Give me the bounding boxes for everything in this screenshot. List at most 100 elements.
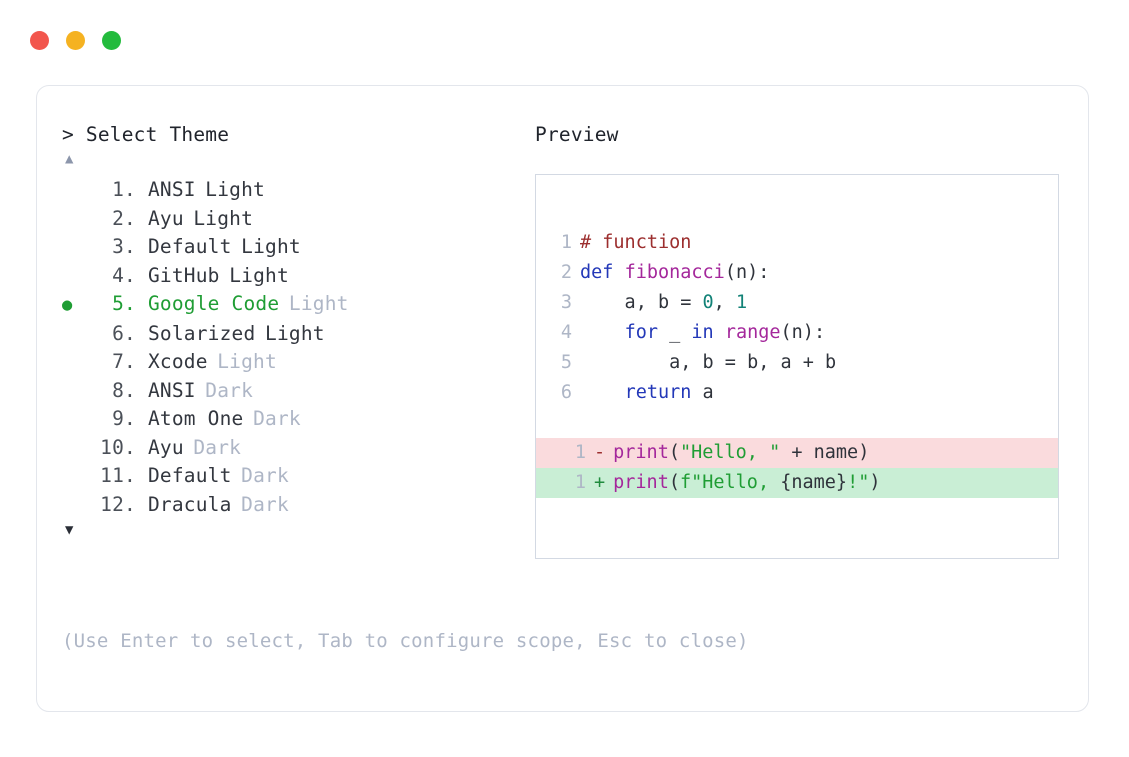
code-line: 1 # function: [536, 228, 1058, 258]
theme-item-variant: Light: [193, 206, 254, 230]
theme-item-index: 11.: [100, 464, 136, 487]
keyboard-hint: (Use Enter to select, Tab to configure s…: [62, 630, 749, 652]
code-token: (: [668, 472, 680, 493]
diff-line-text: print("Hello, " + name): [613, 438, 869, 468]
line-number: 2: [560, 262, 572, 283]
minimize-window-dot[interactable]: [66, 31, 85, 50]
code-token: f"Hello,: [679, 472, 781, 493]
code-token: + name): [780, 442, 870, 463]
code-line: 6 return a: [536, 378, 1058, 408]
theme-item-name: ANSI: [136, 178, 196, 201]
code-token: ,: [713, 292, 736, 313]
theme-item-variant: Light: [265, 321, 325, 345]
preview-panel: Preview 1 # function 2 def fibonacci(n):3 a…: [535, 122, 1063, 559]
theme-item-index: 9.: [112, 407, 136, 430]
prompt-label: Select Theme: [85, 123, 230, 146]
code-line: 2 def fibonacci(n):: [536, 258, 1058, 288]
theme-item-name: Xcode: [136, 350, 208, 373]
close-window-dot[interactable]: [30, 31, 49, 50]
theme-item-name: Solarized: [136, 321, 256, 345]
code-token: a, b = b, a + b: [580, 352, 837, 373]
theme-item-variant: Light: [288, 292, 349, 315]
code-token: ): [869, 472, 881, 493]
code-line: 5 a, b = b, a + b: [536, 348, 1058, 378]
line-number: 1: [574, 472, 586, 493]
code-token: print: [613, 472, 669, 493]
code-line-text: return a: [580, 378, 714, 408]
prompt-line: > Select Theme: [62, 122, 532, 148]
theme-item-name: Ayu: [136, 435, 184, 459]
code-token: a: [691, 382, 714, 403]
theme-list-item[interactable]: 7. Xcode Light: [62, 348, 532, 377]
theme-item-name: Google Code: [136, 292, 280, 315]
theme-item-name: Atom One: [136, 407, 244, 430]
scroll-down-icon[interactable]: ▼: [65, 522, 74, 538]
window-controls: [30, 31, 121, 50]
code-token: [714, 322, 725, 343]
code-token: for: [624, 322, 658, 343]
theme-item-index: 8.: [112, 378, 136, 402]
theme-list-item[interactable]: 3. Default Light: [62, 233, 532, 262]
prompt-caret-icon: >: [62, 123, 74, 146]
code-line-text: a, b = 0, 1: [580, 288, 748, 318]
theme-list-item[interactable]: 8. ANSI Dark: [62, 377, 532, 406]
code-token: [580, 322, 625, 343]
line-number: 1: [560, 232, 572, 253]
diff-line-text: print(f"Hello, {name}!"): [613, 468, 880, 498]
theme-item-variant: Light: [229, 263, 289, 287]
selected-bullet-icon: ●: [62, 295, 73, 315]
maximize-window-dot[interactable]: [102, 31, 121, 50]
theme-item-index: 5.: [112, 292, 136, 315]
code-token: (n):: [780, 322, 826, 343]
line-number: 5: [560, 352, 572, 373]
code-line: 3 a, b = 0, 1: [536, 288, 1058, 318]
code-token: range: [724, 322, 781, 343]
diff-line-added: 1 + print(f"Hello, {name}!"): [536, 468, 1058, 498]
code-line-text: # function: [580, 228, 691, 258]
code-token: "Hello, ": [679, 442, 781, 463]
theme-item-variant: Dark: [241, 464, 289, 487]
code-token: # function: [580, 232, 692, 253]
theme-item-variant: Dark: [193, 435, 242, 459]
theme-item-name: GitHub: [136, 263, 220, 287]
theme-item-index: 6.: [112, 321, 136, 345]
theme-item-variant: Dark: [241, 492, 289, 516]
code-token: !": [847, 472, 870, 493]
code-token: (n):: [724, 262, 770, 283]
theme-item-variant: Dark: [253, 407, 301, 430]
line-number: 4: [560, 322, 572, 343]
diff-marker-icon: +: [594, 472, 606, 493]
theme-item-name: Dracula: [136, 492, 232, 516]
theme-item-index: 7.: [112, 350, 136, 373]
theme-item-variant: Light: [241, 235, 301, 258]
theme-item-index: 2.: [112, 206, 136, 230]
theme-item-variant: Dark: [205, 378, 254, 402]
code-blank-line: [536, 408, 1058, 438]
code-token: in: [691, 322, 714, 343]
code-token: 1: [735, 292, 748, 313]
preview-title: Preview: [535, 123, 619, 146]
code-token: [580, 382, 625, 403]
theme-item-name: ANSI: [136, 378, 196, 402]
theme-item-name: Default: [136, 235, 232, 258]
theme-list-item[interactable]: 9. Atom One Dark: [62, 405, 532, 434]
diff-line-removed: 1-print("Hello, " + name): [536, 438, 1058, 468]
theme-list-item[interactable]: ● 5. Google Code Light: [62, 290, 532, 320]
code-token: 0: [702, 292, 714, 313]
theme-item-index: 3.: [112, 235, 136, 258]
code-token: print: [613, 442, 669, 463]
theme-list-item[interactable]: 6. Solarized Light: [62, 320, 532, 349]
scroll-up-icon[interactable]: ▲: [65, 151, 74, 167]
code-token: def: [580, 262, 625, 283]
code-line-text: def fibonacci(n):: [580, 258, 769, 288]
theme-item-variant: Light: [217, 350, 277, 373]
